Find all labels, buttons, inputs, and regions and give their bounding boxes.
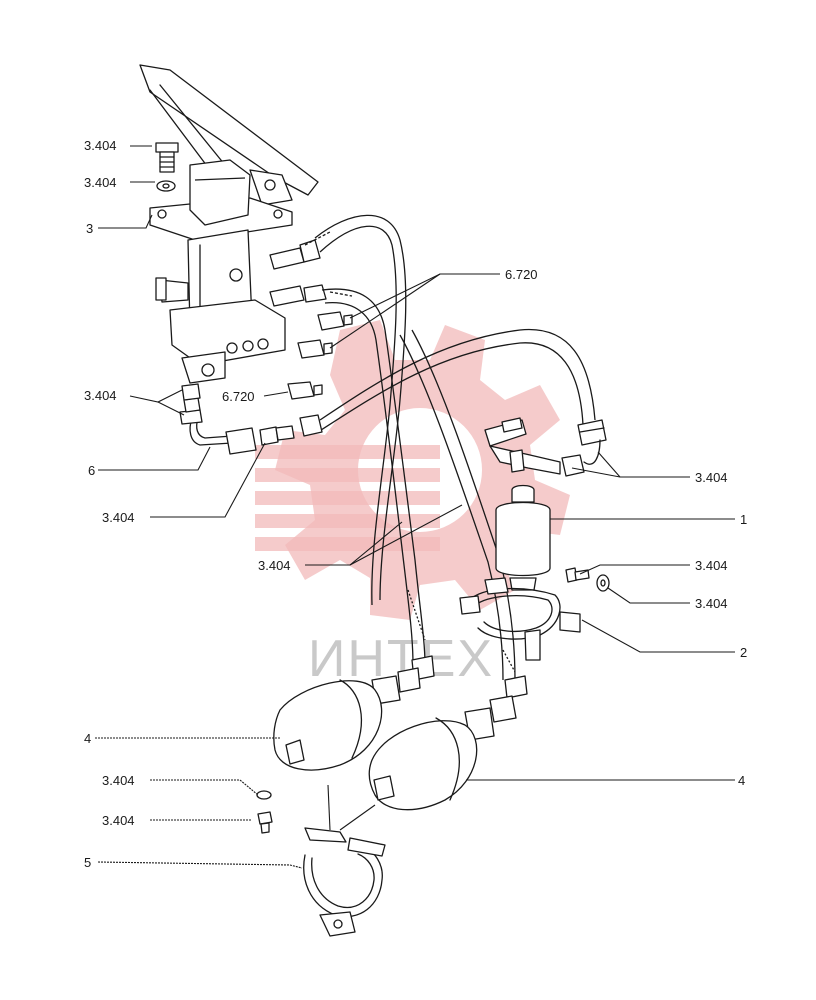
accumulator-right (368, 717, 478, 811)
label-valve: 3 (86, 221, 93, 236)
pressure-sensor-left (287, 381, 323, 400)
label-accumulator-right: 4 (738, 773, 745, 788)
label-sensor-right: 6.720 (505, 267, 538, 282)
label-clamp-bottom: 5 (84, 855, 91, 870)
brake-pipe (179, 383, 233, 446)
washer-top (156, 180, 176, 192)
bolt-right (565, 567, 590, 583)
pressure-sensor-middle (297, 339, 333, 359)
label-bracket-top: 2 (740, 645, 747, 660)
pipe-union (225, 414, 323, 455)
label-washer-right: 3.404 (695, 596, 728, 611)
label-bolt-top: 3.404 (84, 138, 117, 153)
accumulator-top (495, 484, 551, 591)
tee-fitting (484, 417, 601, 477)
hose-long-right (317, 328, 607, 446)
label-union: 3.404 (102, 510, 135, 525)
mounting-bracket (459, 577, 581, 661)
clamp-bottom (303, 827, 386, 937)
label-bolt-bottom: 3.404 (102, 813, 135, 828)
label-accumulator-top: 1 (740, 512, 747, 527)
hose-middle (321, 288, 426, 666)
label-sensor-left: 6.720 (222, 389, 255, 404)
label-washer-top: 3.404 (84, 175, 117, 190)
hose-upper-right (304, 214, 407, 606)
pressure-sensor-upper (317, 311, 353, 331)
hose-to-lower-right (399, 329, 516, 681)
bolt-top (155, 142, 179, 173)
accumulator-left (273, 679, 383, 771)
leader-lines (95, 145, 735, 869)
brake-valve (149, 159, 293, 384)
hose-fitting-middle (269, 284, 327, 307)
hose-fitting-upper (269, 239, 321, 270)
bolt-bottom (257, 811, 273, 834)
label-tee-right: 3.404 (695, 470, 728, 485)
label-accumulator-left: 4 (84, 731, 91, 746)
label-fitting-left: 3.404 (84, 388, 117, 403)
washer-right (596, 574, 610, 592)
washer-bottom (256, 790, 272, 800)
label-pipe: 6 (88, 463, 95, 478)
label-washer-bottom: 3.404 (102, 773, 135, 788)
label-hoses: 3.404 (258, 558, 291, 573)
callout-labels: 3.404 3.404 3 6.720 3.404 6.720 6 3.404 … (84, 138, 747, 870)
brake-pedal (139, 64, 319, 206)
label-bolt-right: 3.404 (695, 558, 728, 573)
